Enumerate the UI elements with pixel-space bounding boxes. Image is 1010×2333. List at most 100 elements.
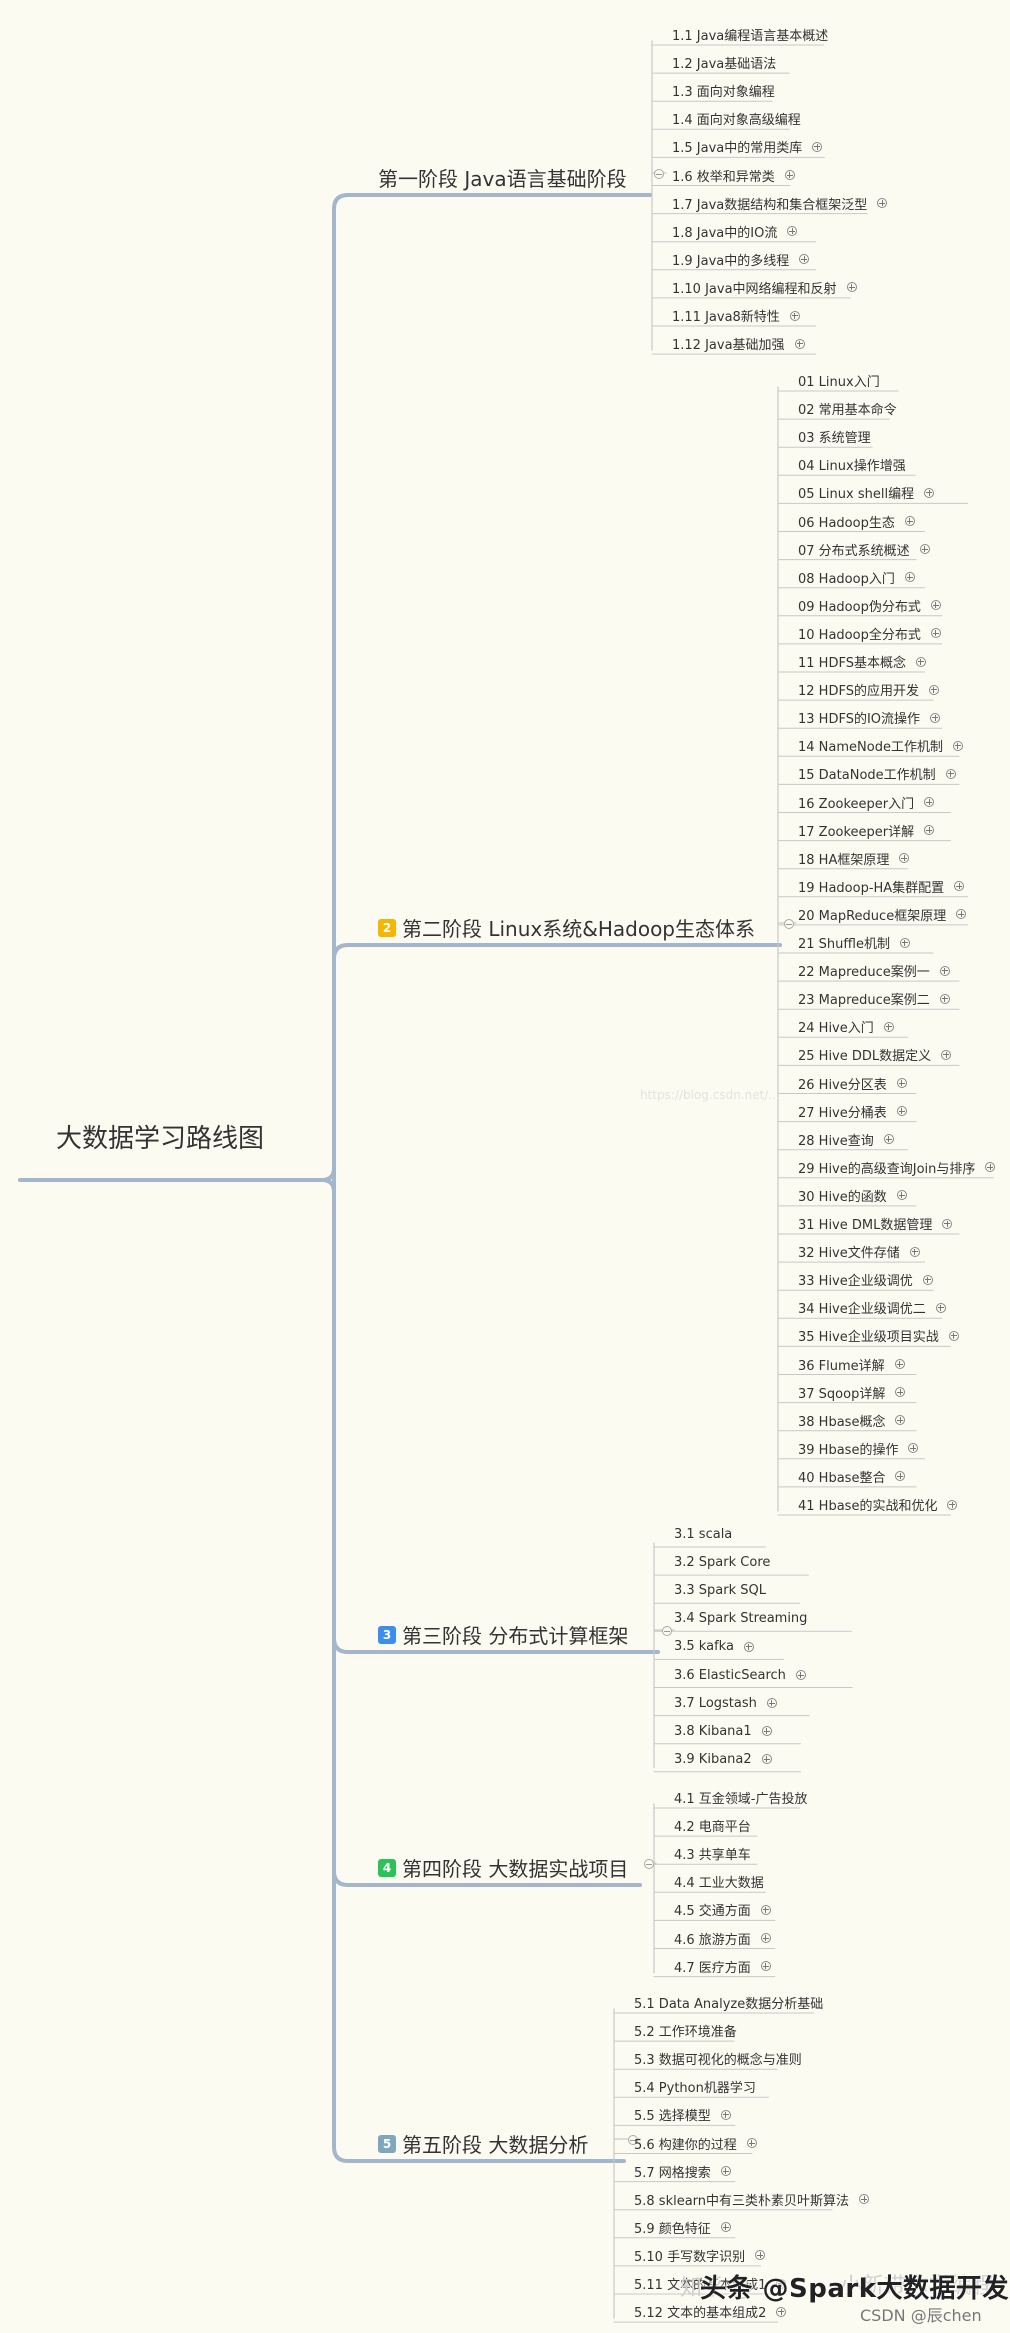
collapse-icon[interactable] — [628, 2135, 638, 2145]
expand-plus-icon[interactable] — [942, 1218, 953, 1229]
expand-plus-icon[interactable] — [720, 2109, 731, 2120]
leaf-node[interactable]: 19 Hadoop-HA集群配置 — [798, 877, 965, 896]
leaf-node[interactable]: 33 Hive企业级调优 — [798, 1270, 933, 1289]
expand-plus-icon[interactable] — [760, 1904, 771, 1915]
expand-plus-icon[interactable] — [954, 881, 965, 892]
collapse-icon[interactable] — [644, 1859, 654, 1869]
leaf-node[interactable]: 3.8 Kibana1 — [674, 1724, 772, 1739]
expand-plus-icon[interactable] — [922, 1274, 933, 1285]
leaf-node[interactable]: 3.9 Kibana2 — [674, 1752, 772, 1767]
expand-plus-icon[interactable] — [945, 768, 956, 779]
leaf-node[interactable]: 1.7 Java数据结构和集合框架泛型 — [672, 194, 888, 213]
expand-plus-icon[interactable] — [930, 712, 941, 723]
leaf-node[interactable]: 41 Hbase的实战和优化 — [798, 1495, 958, 1514]
expand-plus-icon[interactable] — [899, 853, 910, 864]
expand-plus-icon[interactable] — [883, 1021, 894, 1032]
leaf-node[interactable]: 4.5 交通方面 — [674, 1900, 771, 1919]
expand-plus-icon[interactable] — [746, 2138, 757, 2148]
leaf-node[interactable]: 14 NameNode工作机制 — [798, 736, 963, 755]
leaf-node[interactable]: 26 Hive分区表 — [798, 1074, 907, 1093]
expand-plus-icon[interactable] — [924, 825, 935, 836]
leaf-node[interactable]: 39 Hbase的操作 — [798, 1439, 919, 1458]
leaf-node[interactable]: 4.6 旅游方面 — [674, 1929, 771, 1948]
leaf-node[interactable]: 30 Hive的函数 — [798, 1186, 907, 1205]
expand-plus-icon[interactable] — [924, 487, 935, 498]
leaf-node[interactable]: 4.3 共享单车 — [674, 1844, 751, 1863]
leaf-node[interactable]: 10 Hadoop全分布式 — [798, 624, 941, 643]
expand-plus-icon[interactable] — [899, 937, 910, 948]
leaf-node[interactable]: 5.7 网格搜索 — [634, 2162, 731, 2181]
expand-plus-icon[interactable] — [935, 1302, 946, 1313]
leaf-node[interactable]: 07 分布式系统概述 — [798, 540, 930, 559]
expand-plus-icon[interactable] — [947, 1499, 958, 1510]
expand-plus-icon[interactable] — [799, 254, 810, 265]
leaf-node[interactable]: 1.8 Java中的IO流 — [672, 222, 798, 241]
expand-plus-icon[interactable] — [928, 684, 939, 695]
expand-plus-icon[interactable] — [761, 1754, 772, 1765]
expand-plus-icon[interactable] — [939, 993, 950, 1004]
collapse-icon[interactable] — [662, 1626, 672, 1636]
expand-plus-icon[interactable] — [787, 226, 798, 237]
leaf-node[interactable]: 37 Sqoop详解 — [798, 1383, 906, 1402]
expand-plus-icon[interactable] — [760, 1961, 771, 1972]
expand-plus-icon[interactable] — [784, 170, 795, 180]
leaf-node[interactable]: 25 Hive DDL数据定义 — [798, 1045, 952, 1064]
leaf-node[interactable]: 5.11 文本的基本组成1 — [634, 2274, 787, 2293]
leaf-node[interactable]: 1.2 Java基础语法 — [672, 53, 776, 72]
leaf-node[interactable]: 12 HDFS的应用开发 — [798, 680, 939, 699]
leaf-node[interactable]: 1.3 面向对象编程 — [672, 81, 775, 100]
expand-plus-icon[interactable] — [894, 1359, 905, 1369]
expand-plus-icon[interactable] — [952, 740, 963, 751]
leaf-node[interactable]: 5.8 sklearn中有三类朴素贝叶斯算法 — [634, 2190, 870, 2209]
leaf-node[interactable]: 28 Hive查询 — [798, 1130, 894, 1149]
leaf-node[interactable]: 21 Shuffle机制 — [798, 933, 910, 952]
leaf-node[interactable]: 16 Zookeeper入门 — [798, 793, 935, 812]
leaf-node[interactable]: 5.10 手写数字识别 — [634, 2246, 766, 2265]
leaf-node[interactable]: 5.6 构建你的过程 — [634, 2134, 757, 2153]
expand-plus-icon[interactable] — [909, 1246, 920, 1257]
expand-plus-icon[interactable] — [948, 1330, 959, 1341]
expand-plus-icon[interactable] — [776, 2306, 787, 2317]
expand-plus-icon[interactable] — [930, 600, 941, 611]
leaf-node[interactable]: 4.1 互金领域-广告投放 — [674, 1788, 808, 1807]
expand-plus-icon[interactable] — [877, 198, 888, 209]
expand-plus-icon[interactable] — [846, 282, 857, 293]
leaf-node[interactable]: 09 Hadoop伪分布式 — [798, 596, 941, 615]
leaf-node[interactable]: 31 Hive DML数据管理 — [798, 1214, 953, 1233]
leaf-node[interactable]: 04 Linux操作增强 — [798, 455, 906, 474]
leaf-node[interactable]: 01 Linux入门 — [798, 371, 880, 390]
leaf-node[interactable]: 15 DataNode工作机制 — [798, 764, 956, 783]
expand-plus-icon[interactable] — [859, 2194, 870, 2205]
expand-plus-icon[interactable] — [985, 1162, 996, 1173]
leaf-node[interactable]: 35 Hive企业级项目实战 — [798, 1326, 959, 1345]
leaf-node[interactable]: 3.4 Spark Streaming — [674, 1611, 807, 1626]
leaf-node[interactable]: 3.7 Logstash — [674, 1696, 777, 1711]
leaf-node[interactable]: 5.12 文本的基本组成2 — [634, 2302, 787, 2321]
leaf-node[interactable]: 18 HA框架原理 — [798, 849, 910, 868]
expand-plus-icon[interactable] — [924, 797, 935, 807]
expand-plus-icon[interactable] — [720, 2222, 731, 2233]
expand-plus-icon[interactable] — [895, 1415, 906, 1426]
expand-plus-icon[interactable] — [915, 656, 926, 667]
leaf-node[interactable]: 24 Hive入门 — [798, 1017, 894, 1036]
expand-plus-icon[interactable] — [941, 1049, 952, 1060]
leaf-node[interactable]: 1.9 Java中的多线程 — [672, 250, 810, 269]
leaf-node[interactable]: 13 HDFS的IO流操作 — [798, 708, 941, 727]
expand-plus-icon[interactable] — [896, 1106, 907, 1117]
expand-plus-icon[interactable] — [766, 1698, 777, 1709]
expand-plus-icon[interactable] — [760, 1933, 771, 1943]
leaf-node[interactable]: 1.4 面向对象高级编程 — [672, 109, 801, 128]
stage-node-1[interactable]: 第一阶段 Java语言基础阶段 — [378, 163, 627, 192]
expand-plus-icon[interactable] — [904, 516, 915, 526]
leaf-node[interactable]: 23 Mapreduce案例二 — [798, 989, 950, 1008]
expand-plus-icon[interactable] — [761, 1726, 772, 1737]
leaf-node[interactable]: 34 Hive企业级调优二 — [798, 1298, 946, 1317]
leaf-node[interactable]: 32 Hive文件存储 — [798, 1242, 920, 1261]
leaf-node[interactable]: 3.2 Spark Core — [674, 1555, 770, 1570]
collapse-icon[interactable] — [654, 169, 664, 179]
expand-plus-icon[interactable] — [794, 338, 805, 349]
leaf-node[interactable]: 36 Flume详解 — [798, 1355, 905, 1374]
